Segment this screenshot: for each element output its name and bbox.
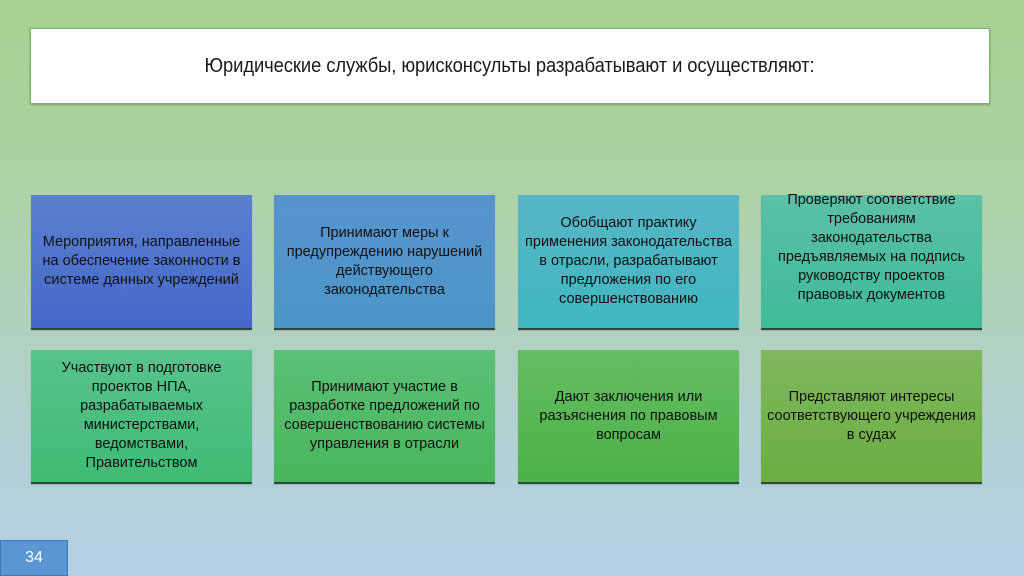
card-text: Участвуют в подготовке проектов НПА, раз… — [61, 360, 222, 471]
card-npa-drafting: Участвуют в подготовке проектов НПА, раз… — [31, 350, 252, 484]
card-text: Представляют интересы соответствующего у… — [767, 388, 976, 443]
card-compliance-check: Проверяют соответствие требованиям закон… — [761, 192, 982, 330]
slide-title-box: Юридические службы, юрисконсульты разраб… — [30, 28, 990, 104]
page-number-text: 34 — [25, 549, 43, 566]
card-text: Дают заключения или разъяснения по право… — [539, 388, 718, 443]
card-legality-measures: Мероприятия, направленные на обеспечение… — [31, 195, 252, 330]
card-text: Обобщают практику применения законодател… — [525, 215, 732, 307]
card-text: Проверяют соответствие требованиям закон… — [777, 192, 966, 303]
card-legal-opinions: Дают заключения или разъяснения по право… — [518, 350, 739, 484]
page-number: 34 — [0, 540, 68, 576]
card-text: Мероприятия, направленные на обеспечение… — [42, 234, 241, 288]
card-text: Принимают участие в разработке предложен… — [284, 379, 485, 452]
card-practice-generalization: Обобщают практику применения законодател… — [518, 195, 739, 330]
card-management-proposals: Принимают участие в разработке предложен… — [274, 350, 495, 484]
slide-title: Юридические службы, юрисконсульты разраб… — [205, 54, 815, 77]
card-court-representation: Представляют интересы соответствующего у… — [761, 350, 982, 484]
card-prevention-measures: Принимают меры к предупреждению нарушени… — [274, 195, 495, 330]
card-text: Принимают меры к предупреждению нарушени… — [286, 224, 483, 298]
